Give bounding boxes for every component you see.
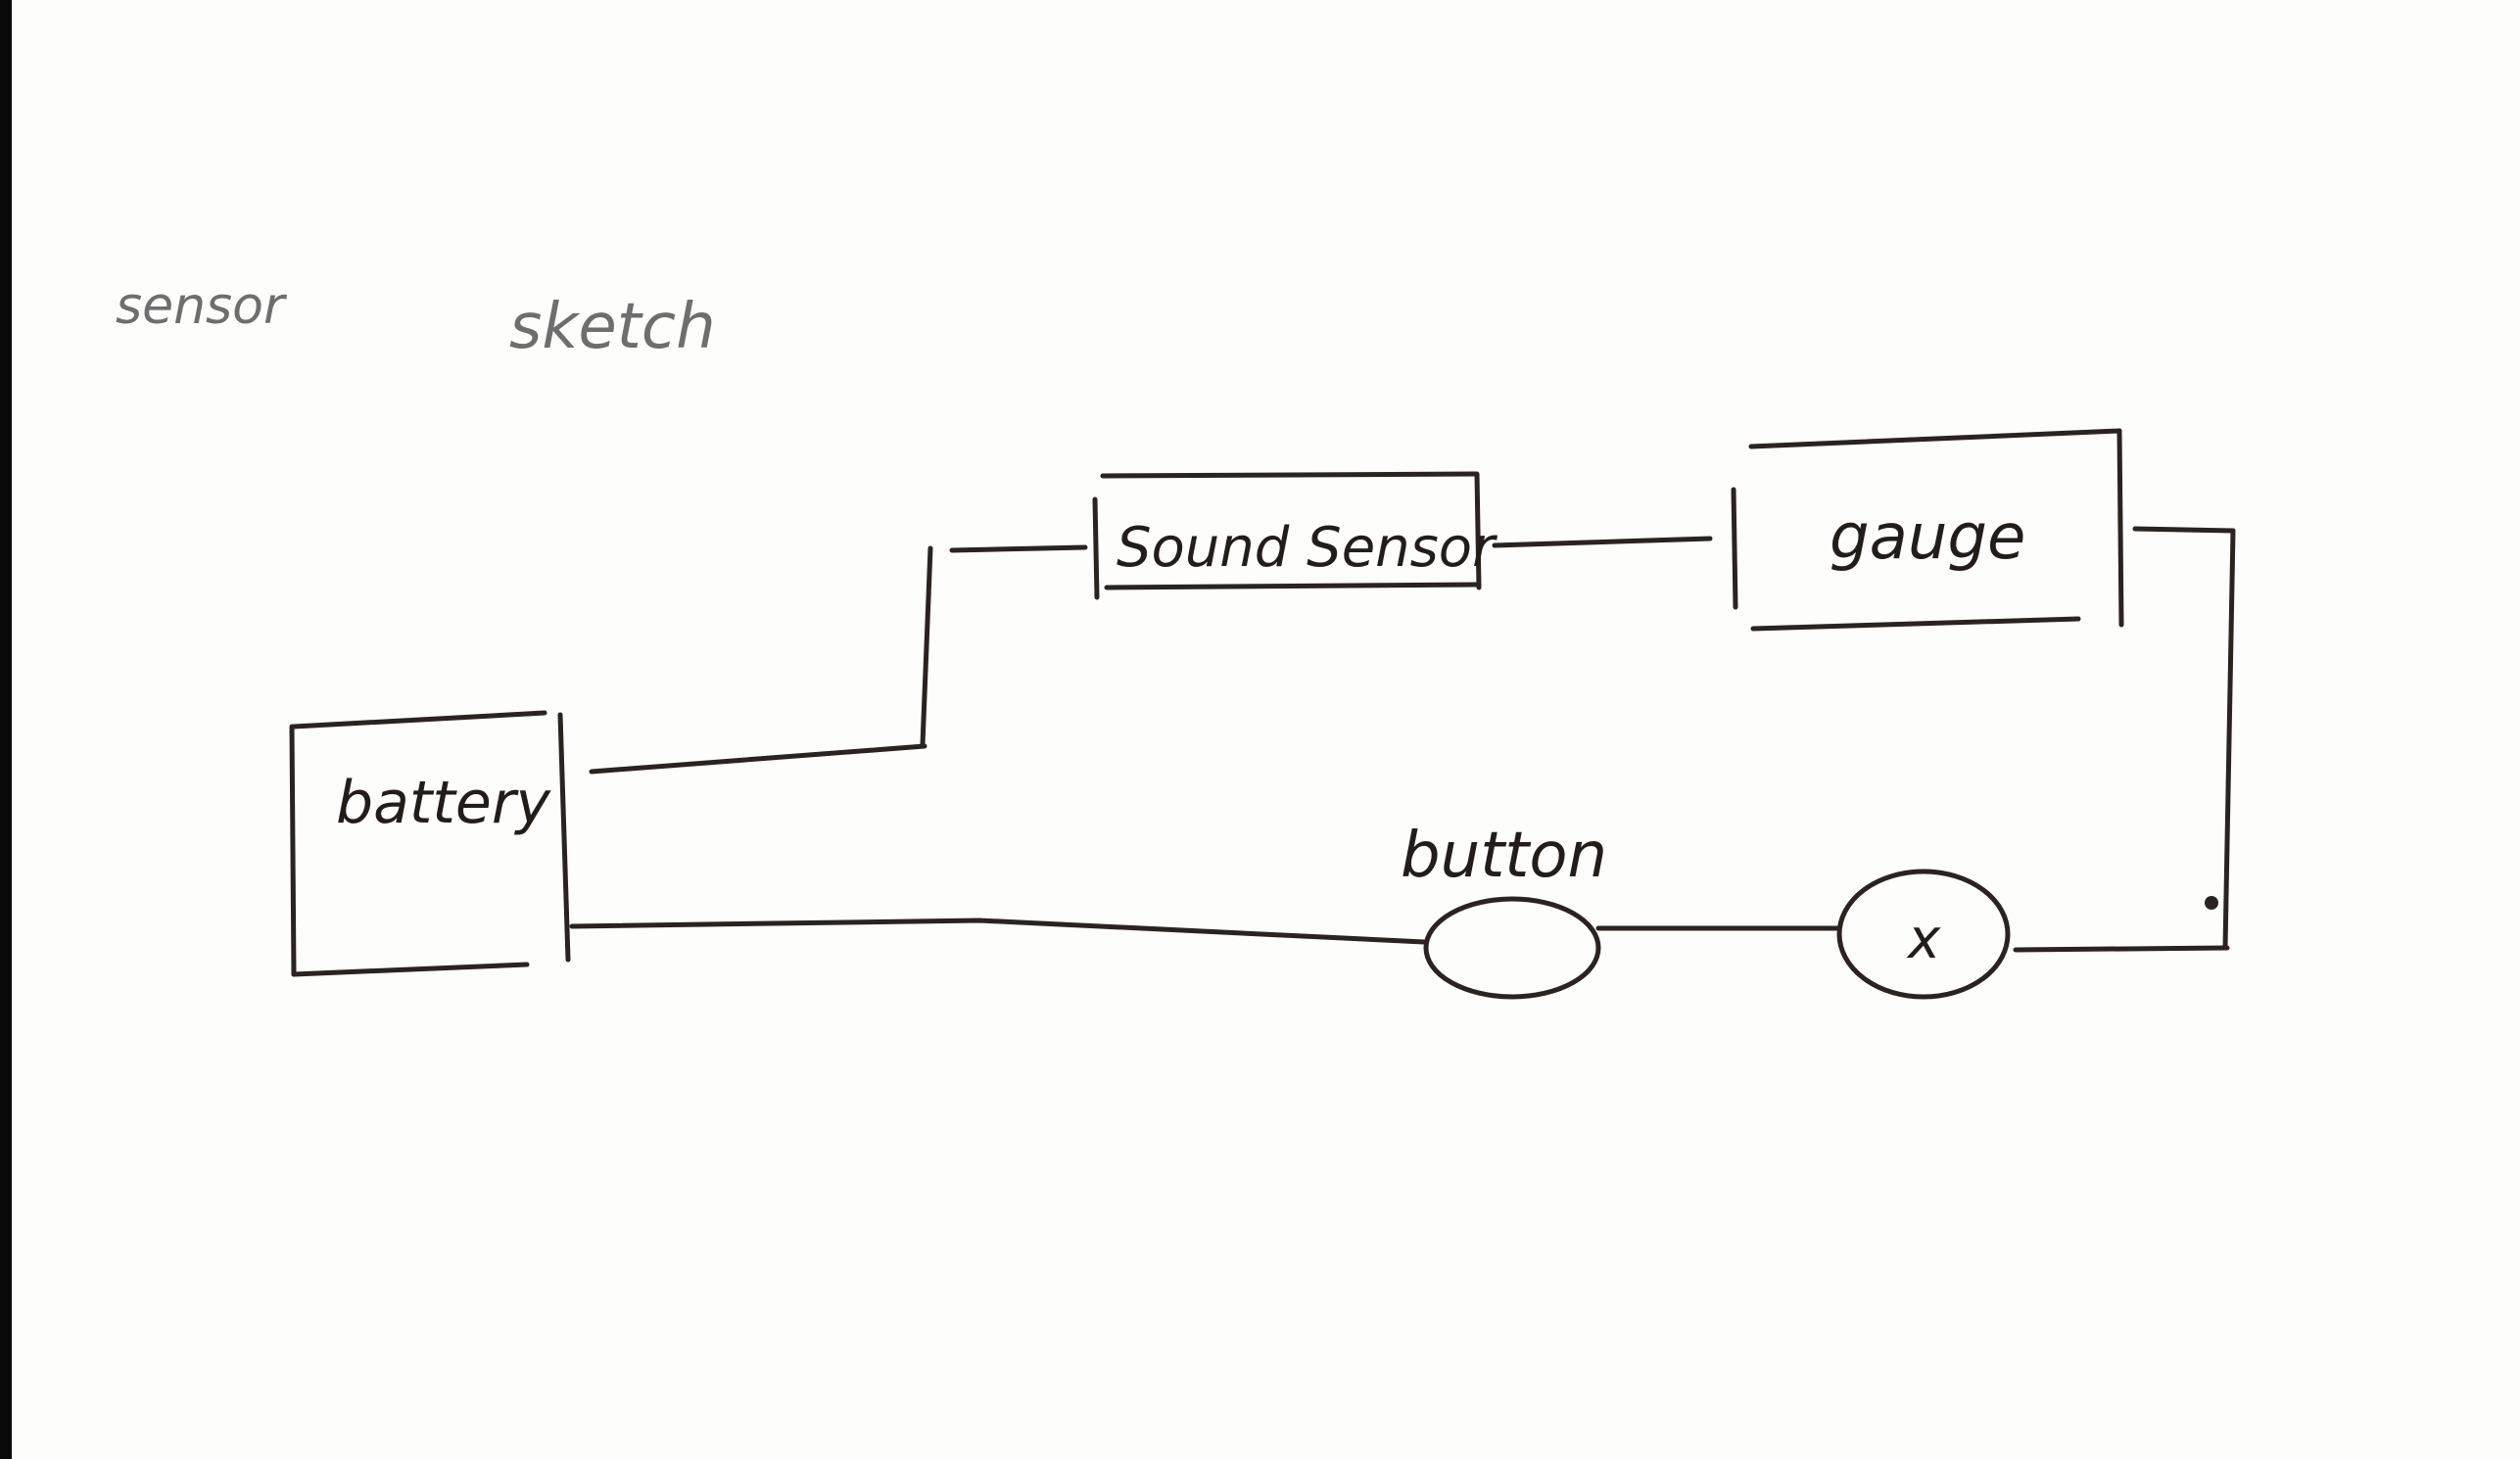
lamp-symbol (1836, 869, 2011, 1000)
wire-lamp-to-right (2013, 945, 2230, 953)
lamp-label: x (1906, 908, 1941, 971)
ink-blot (2205, 896, 2218, 910)
wire-battery-to-step (589, 743, 927, 775)
wire-step-vertical (920, 545, 933, 747)
battery-label: battery (336, 769, 551, 837)
sound-sensor-label: Sound Sensor (1117, 516, 1498, 580)
wire-gauge-out (2132, 526, 2236, 534)
sound-sensor-box (1092, 471, 1482, 600)
button-symbol (1423, 896, 1601, 1000)
wires (569, 526, 2236, 953)
header-word-sensor: sensor (116, 277, 288, 336)
battery-box (289, 710, 571, 977)
wire-right-vertical (2222, 528, 2236, 951)
wire-step-to-sensor (949, 544, 1088, 553)
scan-edge (0, 0, 14, 1459)
button-label: button (1401, 820, 1607, 892)
header-word-sketch: sketch (509, 291, 716, 363)
wire-sensor-to-gauge (1492, 536, 1713, 548)
wire-battery-to-button (569, 918, 1427, 945)
paper-sheet (12, 0, 2520, 1459)
gauge-box (1731, 428, 2124, 632)
gauge-label: gauge (1830, 501, 2025, 574)
